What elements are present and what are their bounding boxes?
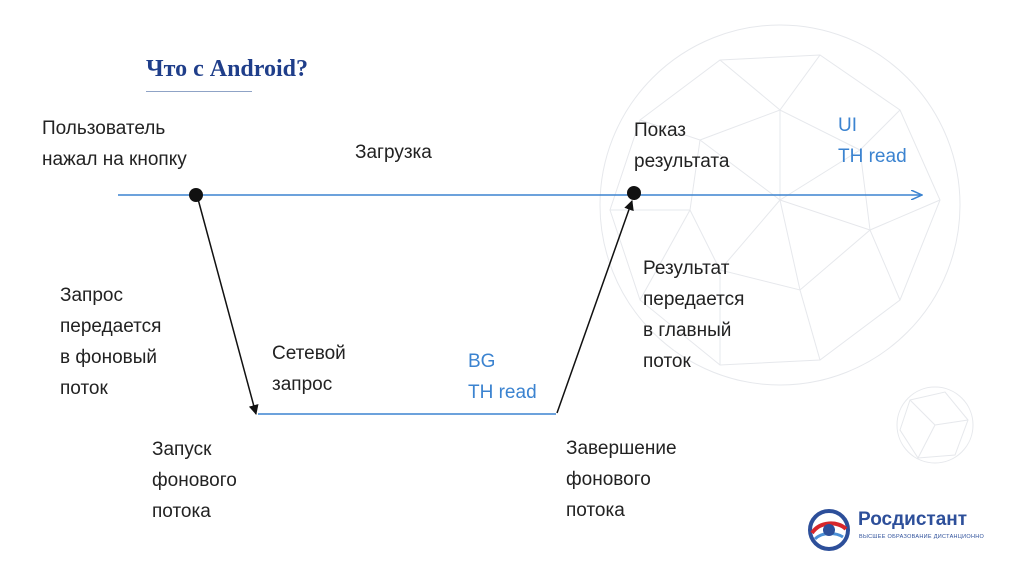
result-to-main-arrow — [557, 201, 632, 413]
label-user-pressed: Пользователь нажал на кнопку — [42, 113, 187, 175]
logo-name: Росдистант — [858, 509, 967, 531]
label-bg-thread: BG TH read — [468, 346, 537, 408]
label-request-to-background: Запрос передается в фоновый поток — [60, 280, 161, 404]
label-finish-background: Завершение фонового потока — [566, 433, 677, 526]
rosdistant-globe-icon — [806, 507, 852, 553]
request-to-background-arrow — [198, 199, 256, 414]
show-result-point — [627, 186, 641, 200]
label-start-background: Запуск фонового потока — [152, 434, 237, 527]
label-show-result: Показ результата — [634, 115, 730, 177]
label-ui-thread: UI TH read — [838, 110, 907, 172]
label-loading: Загрузка — [355, 137, 432, 168]
label-result-to-main: Результат передается в главный поток — [643, 253, 744, 377]
label-network-request: Сетевой запрос — [272, 338, 346, 400]
button-press-point — [189, 188, 203, 202]
logo-tagline: ВЫСШЕЕ ОБРАЗОВАНИЕ ДИСТАНЦИОННО — [859, 534, 984, 540]
rosdistant-logo: Росдистант ВЫСШЕЕ ОБРАЗОВАНИЕ ДИСТАНЦИОН… — [806, 505, 996, 555]
